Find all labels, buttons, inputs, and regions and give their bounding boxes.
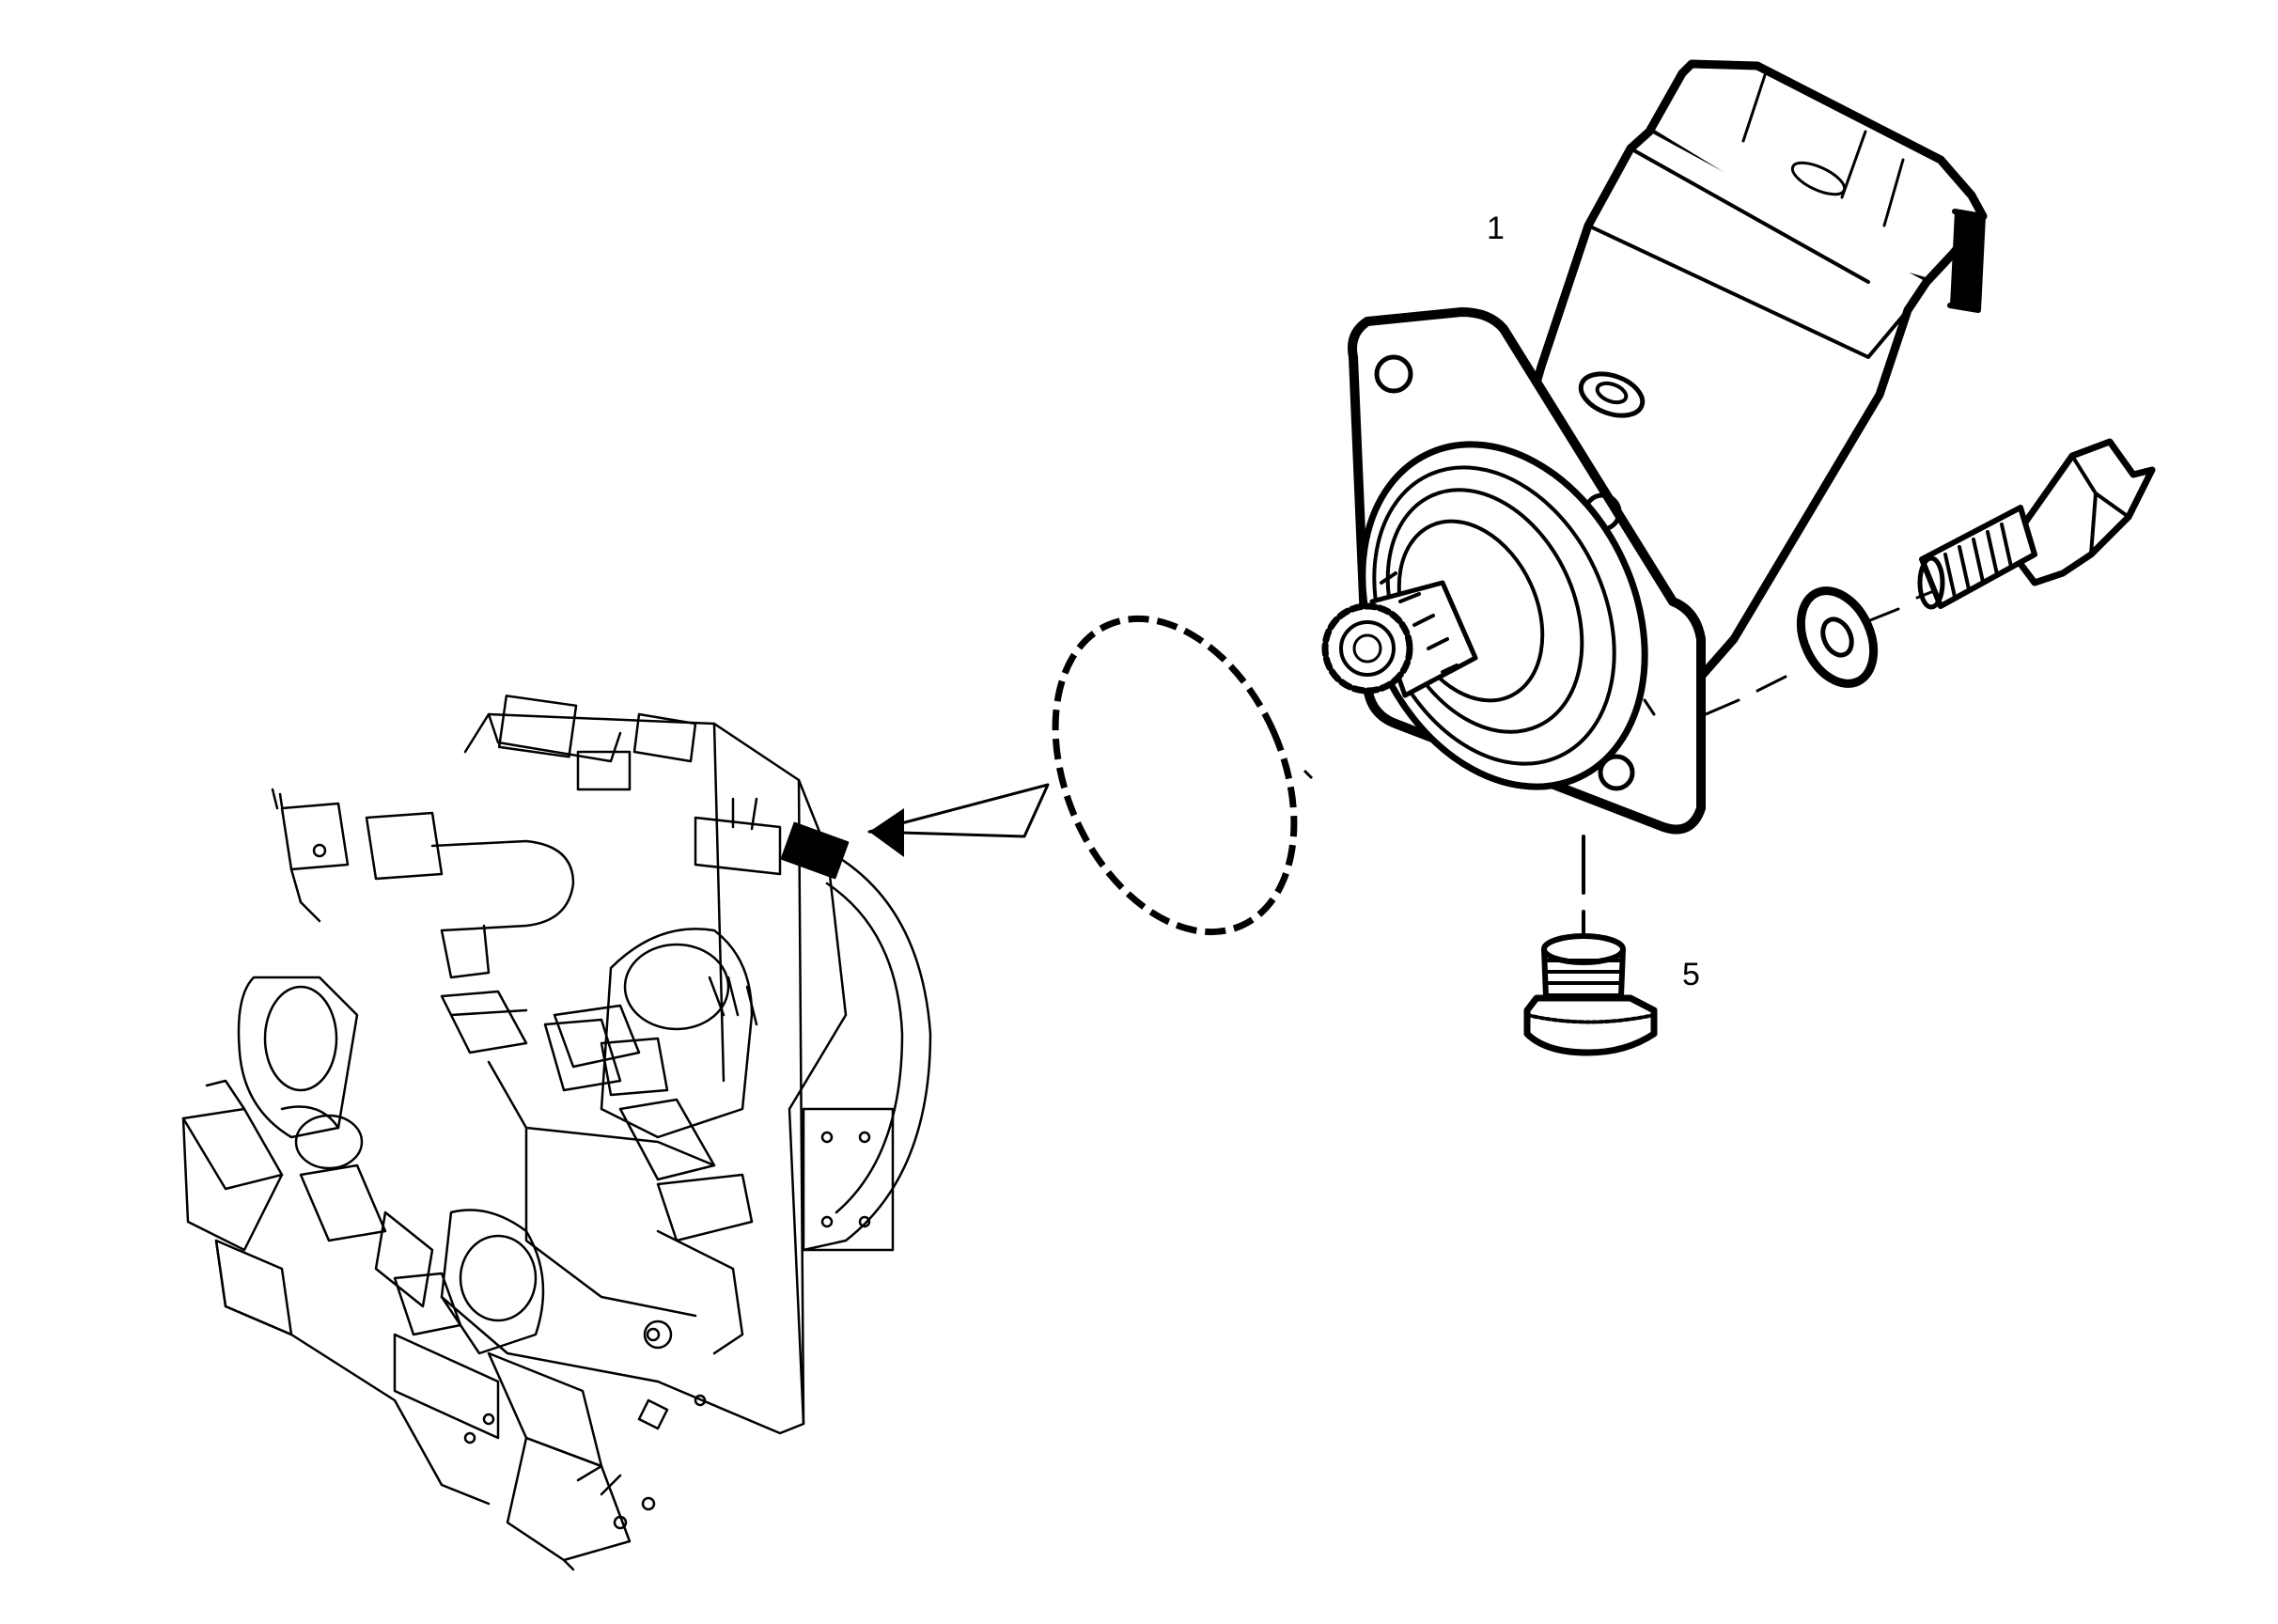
callout-label-5: 5 <box>1682 957 1700 992</box>
hydraulic-motor-part-1 <box>1321 59 1988 835</box>
callout-label-1: 1 <box>1487 211 1505 246</box>
transmission-assembly <box>181 695 932 1571</box>
o-ring-seal <box>1052 615 1314 936</box>
bolt-and-washer <box>1704 438 2156 716</box>
drain-plug-part-5 <box>1523 835 1658 1056</box>
assembly-arrow <box>867 783 1050 857</box>
